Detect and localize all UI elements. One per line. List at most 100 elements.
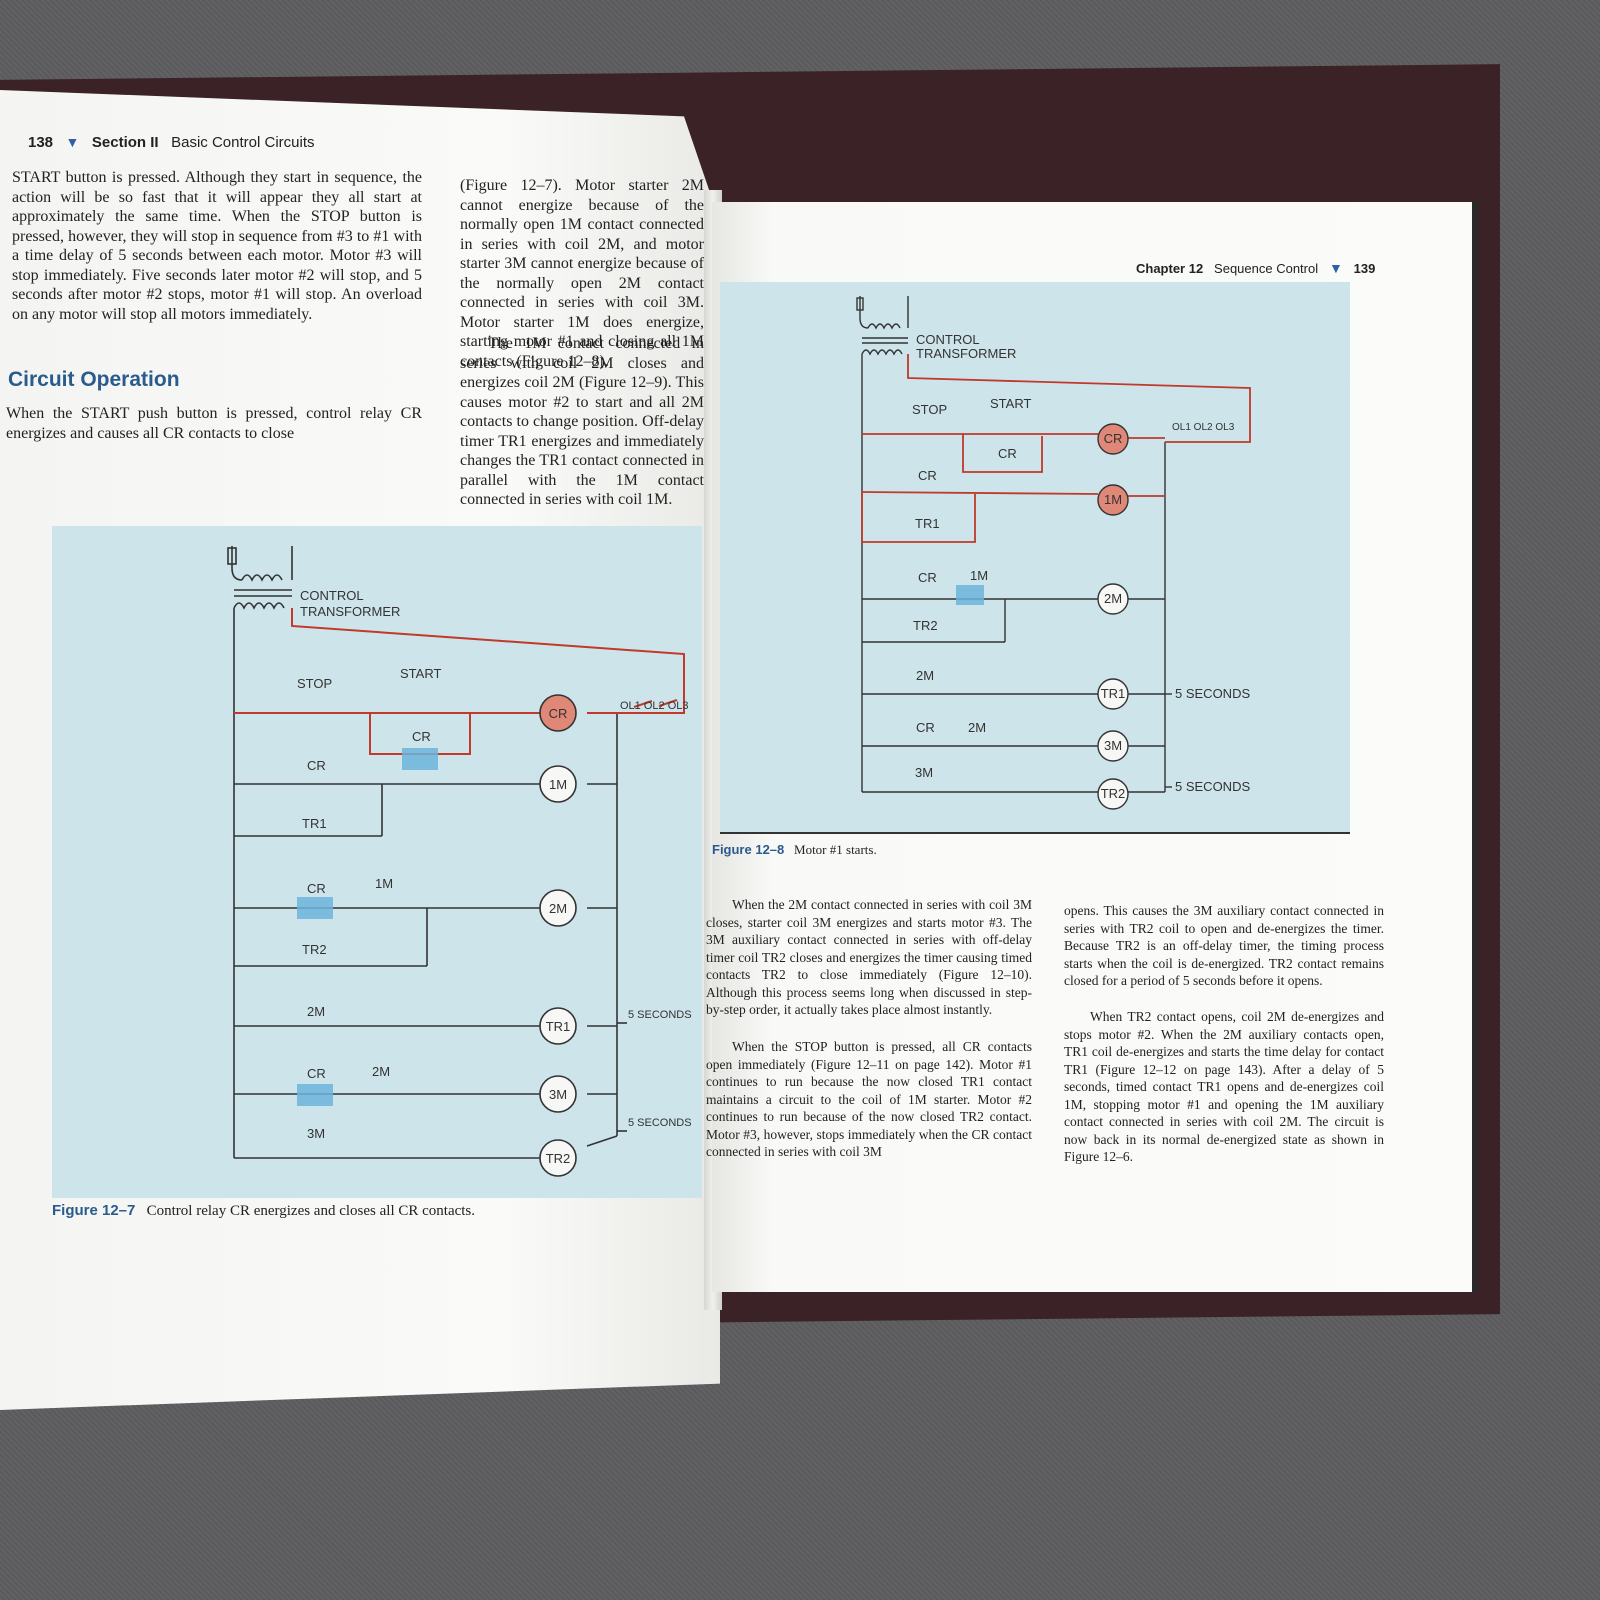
timer-label: 5 SECONDS xyxy=(1175,686,1250,701)
ladder-diagram-left: CR 1M 2M TR1 3M TR2 CONTROL TRANSFORMER … xyxy=(227,546,692,1177)
contact-label: 2M xyxy=(307,1004,325,1019)
body-text: opens. This causes the 3M auxiliary cont… xyxy=(1064,903,1384,988)
body-text-col2: (Figure 12–7). Motor starter 2M cannot e… xyxy=(460,177,704,370)
figure-caption-text: Control relay CR energizes and closes al… xyxy=(146,1203,476,1219)
body-text: START button is pressed. Although they s… xyxy=(12,169,422,323)
contact-label: 3M xyxy=(307,1126,325,1141)
contact-label: CR xyxy=(412,729,431,744)
timer-label: 5 SECONDS xyxy=(1175,779,1250,794)
contact-label: 3M xyxy=(915,765,933,780)
right-page: Chapter 12 Sequence Control ▼ 139 xyxy=(706,202,1478,1292)
triangle-icon: ▼ xyxy=(65,134,80,150)
left-page: 138 ▼ Section II Basic Control Circuits … xyxy=(0,90,720,1410)
body-text: When the STOP button is pressed, all CR … xyxy=(706,1039,1032,1159)
contact-label: TR1 xyxy=(302,816,327,831)
coil-2m xyxy=(1097,583,1129,615)
figure-caption-text: Motor #1 starts. xyxy=(794,842,877,857)
start-label: START xyxy=(400,666,441,681)
transformer-secondary xyxy=(233,602,285,610)
transformer-label: CONTROL xyxy=(300,588,364,603)
body-text: When the START push button is pressed, c… xyxy=(6,405,422,442)
energized-supply xyxy=(291,608,685,714)
coil-tr1 xyxy=(539,1007,577,1045)
coil-label: CR xyxy=(549,706,568,721)
coil-label: 2M xyxy=(549,901,567,916)
body-text-col2: The 1M contact connected in series with … xyxy=(460,335,704,508)
highlight-cr xyxy=(297,897,333,919)
fuse-icon xyxy=(227,547,237,565)
coil-label: 1M xyxy=(549,777,567,792)
contact-label: CR xyxy=(998,446,1017,461)
body-text: When TR2 contact opens, coil 2M de-energ… xyxy=(1064,1009,1384,1164)
timer-label: 5 SECONDS xyxy=(628,1009,692,1021)
coil-label: TR1 xyxy=(1101,686,1126,701)
coil-label: TR2 xyxy=(546,1151,571,1166)
contact-label: 1M xyxy=(970,568,988,583)
contact-label: CR xyxy=(916,720,935,735)
right-page-header: Chapter 12 Sequence Control ▼ 139 xyxy=(1136,260,1375,276)
transformer-primary xyxy=(231,546,293,582)
stop-label: STOP xyxy=(297,676,332,691)
coil-cr xyxy=(1097,423,1129,455)
section-heading: Circuit Operation xyxy=(8,368,180,391)
coil-3m xyxy=(1097,730,1129,762)
contact-label: CR xyxy=(307,1066,326,1081)
coil-cr xyxy=(539,694,577,732)
contact-label: TR1 xyxy=(915,516,940,531)
coil-label: 3M xyxy=(549,1087,567,1102)
coil-2m xyxy=(539,889,577,927)
coil-1m xyxy=(1097,484,1129,516)
figure-label: Figure 12–7 xyxy=(52,1202,136,1219)
transformer-label: TRANSFORMER xyxy=(916,346,1016,361)
transformer-label: TRANSFORMER xyxy=(300,604,400,619)
contact-label: CR xyxy=(918,468,937,483)
overload-label: OL1 OL2 OL3 xyxy=(620,700,689,712)
stop-label: STOP xyxy=(912,402,947,417)
contact-label: 1M xyxy=(375,876,393,891)
coil-label: 2M xyxy=(1104,591,1122,606)
coil-tr2 xyxy=(539,1139,577,1177)
energized-seal-in xyxy=(962,434,1043,473)
contact-label: TR2 xyxy=(302,942,327,957)
figure-caption: Figure 12–7 Control relay CR energizes a… xyxy=(52,1202,612,1220)
contact-label: 2M xyxy=(916,668,934,683)
coil-label: TR2 xyxy=(1101,786,1126,801)
page-number: 139 xyxy=(1353,261,1376,276)
transformer-secondary xyxy=(861,349,903,356)
contact-label: CR xyxy=(307,881,326,896)
figure-12-7-diagram: CR 1M 2M TR1 3M TR2 CONTROL TRANSFORMER … xyxy=(52,526,702,1198)
section-label: Section II xyxy=(91,134,159,151)
left-page-header: 138 ▼ Section II Basic Control Circuits xyxy=(28,134,315,151)
figure-label: Figure 12–8 xyxy=(712,842,785,857)
coil-tr2 xyxy=(1097,778,1129,810)
page-number: 138 xyxy=(28,134,54,151)
figure-rule xyxy=(720,832,1350,834)
transformer-primary xyxy=(859,296,909,330)
timer-label: 5 SECONDS xyxy=(628,1117,692,1129)
contact-label: TR2 xyxy=(913,618,938,633)
chapter-title: Sequence Control xyxy=(1214,261,1319,276)
figure-caption: Figure 12–8 Motor #1 starts. xyxy=(712,842,877,858)
section-title: Basic Control Circuits xyxy=(171,134,315,151)
body-text: When the 2M contact connected in series … xyxy=(706,897,1032,1017)
coil-tr1 xyxy=(1097,678,1129,710)
coil-1m xyxy=(539,765,577,803)
coil-label: CR xyxy=(1104,431,1123,446)
transformer-label: CONTROL xyxy=(916,332,980,347)
start-label: START xyxy=(990,396,1031,411)
triangle-icon: ▼ xyxy=(1328,260,1343,276)
contact-label: CR xyxy=(918,570,937,585)
contact-label: 2M xyxy=(968,720,986,735)
highlight-cr xyxy=(402,748,438,770)
overload-label: OL1 OL2 OL3 xyxy=(1172,422,1235,433)
ladder-diagram-right: CR 1M 2M TR1 3M TR2 CONTROL TRANSFORMER … xyxy=(856,296,1251,810)
coil-3m xyxy=(539,1075,577,1113)
contact-label: 2M xyxy=(372,1064,390,1079)
coil-label: TR1 xyxy=(546,1019,571,1034)
chapter-label: Chapter 12 xyxy=(1136,261,1204,276)
energized-supply xyxy=(907,354,1251,443)
coil-label: 1M xyxy=(1104,492,1122,507)
energized-tr1-branch xyxy=(862,494,976,543)
contact-label: CR xyxy=(307,758,326,773)
highlight-cr xyxy=(297,1084,333,1106)
